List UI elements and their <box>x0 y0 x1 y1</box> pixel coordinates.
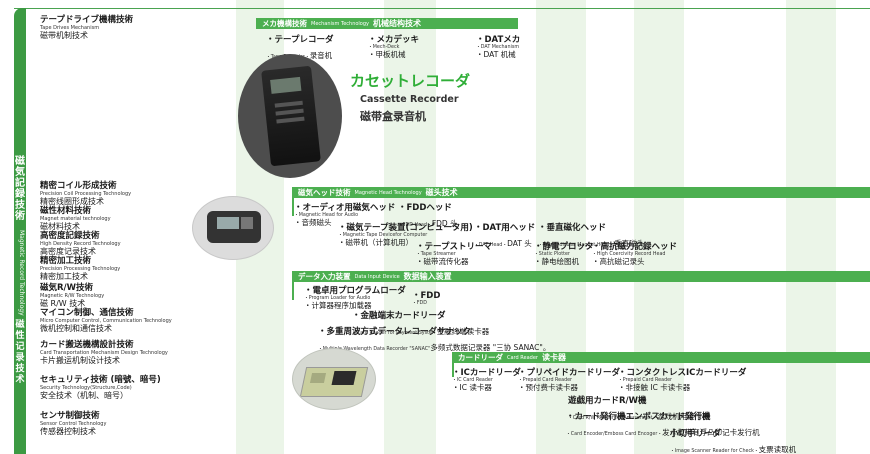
card-item: ・コンタクトレスICカードリーダ・Prepaid Card Reader・非接触… <box>618 368 747 393</box>
card-item: ・プリペイドカードリーダ・Prepaid Card Reader・预付费卡读卡器 <box>518 368 621 393</box>
head-item: ・高抗磁力記録ヘッド・High Coercivity Record Head・高… <box>592 242 678 267</box>
side-label-en: Magnetic Record Technology <box>18 230 25 316</box>
card-item: ・ICカードリーダ・IC Card Reader・IC 读卡器 <box>452 368 521 393</box>
bg-stripe <box>786 0 836 454</box>
data-recorder-image <box>292 348 376 410</box>
band-connector <box>452 363 454 377</box>
bg-stripe <box>536 0 586 454</box>
side-label-ja: 磁気記録技術 <box>15 156 25 222</box>
rail-top-line <box>14 8 870 9</box>
tech-item: セキュリティ技術 (暗號、暗号)Security Technology(Stru… <box>40 375 161 400</box>
head-item: ・静電プロッタ・Static Plotter・静电绘图机 <box>534 242 594 267</box>
card-item: 小切手リーダ ・Image Scanner Reader for Check・支… <box>670 429 797 454</box>
bg-stripe <box>384 0 436 454</box>
card-item: 遊戯用カードR/W機 ・Card R/W Reader for Amusemen… <box>568 396 710 421</box>
bg-stripe <box>634 0 684 454</box>
card-item: ・カード発行機エンボスカード発行機 ・Card Encoder/Emboss C… <box>566 412 760 437</box>
hero-title-ja: カセットレコーダ <box>350 72 471 90</box>
cassette-recorder-image <box>238 54 342 178</box>
head-item: ・FDDヘッド ・FDD Head・FDD 头 <box>398 203 458 228</box>
mech-item: ・DATメカ・DAT Mechanism・DAT 机械 <box>476 35 521 60</box>
input-item: ・多重周波方式データレコーダサナック ・Multiple Wavelength … <box>318 327 551 352</box>
band-connector <box>292 198 294 216</box>
hero-title-cn: 磁带盒录音机 <box>360 110 426 123</box>
head-item: ・DAT用ヘッド ・DAT Head・DAT 头 <box>474 223 536 248</box>
head-item: ・磁気テープ装置(コンピュータ用)・Magnetic Tape Devicefo… <box>338 223 473 248</box>
side-label-cn: 磁性记录技术 <box>15 320 25 385</box>
input-item: ・電卓用プログラムローダ・Program Loader for Audio・计算… <box>304 286 406 311</box>
input-item: ・金融端末カードリーダ ・Card Reader for Payment Sys… <box>352 311 490 336</box>
input-item: ・FDD・FDD <box>412 291 441 306</box>
band-connector <box>292 282 294 300</box>
head-item: ・垂直磁化ヘッド ・Perpendicular Magnet Head・垂直磁头 <box>538 223 645 248</box>
head-item: ・オーディオ用磁気ヘッド・Magnetic Head for Audio・音频磁… <box>294 203 396 228</box>
hero-title-en: Cassette Recorder <box>360 94 459 105</box>
mech-item: ・メカデッキ・Mech-Deck・甲板机械 <box>368 35 420 60</box>
magnetic-head-image <box>192 196 274 260</box>
head-item: ・テープストリーマ・Tape Streamer・磁带流传化器 <box>416 242 492 267</box>
left-rail <box>14 8 26 454</box>
